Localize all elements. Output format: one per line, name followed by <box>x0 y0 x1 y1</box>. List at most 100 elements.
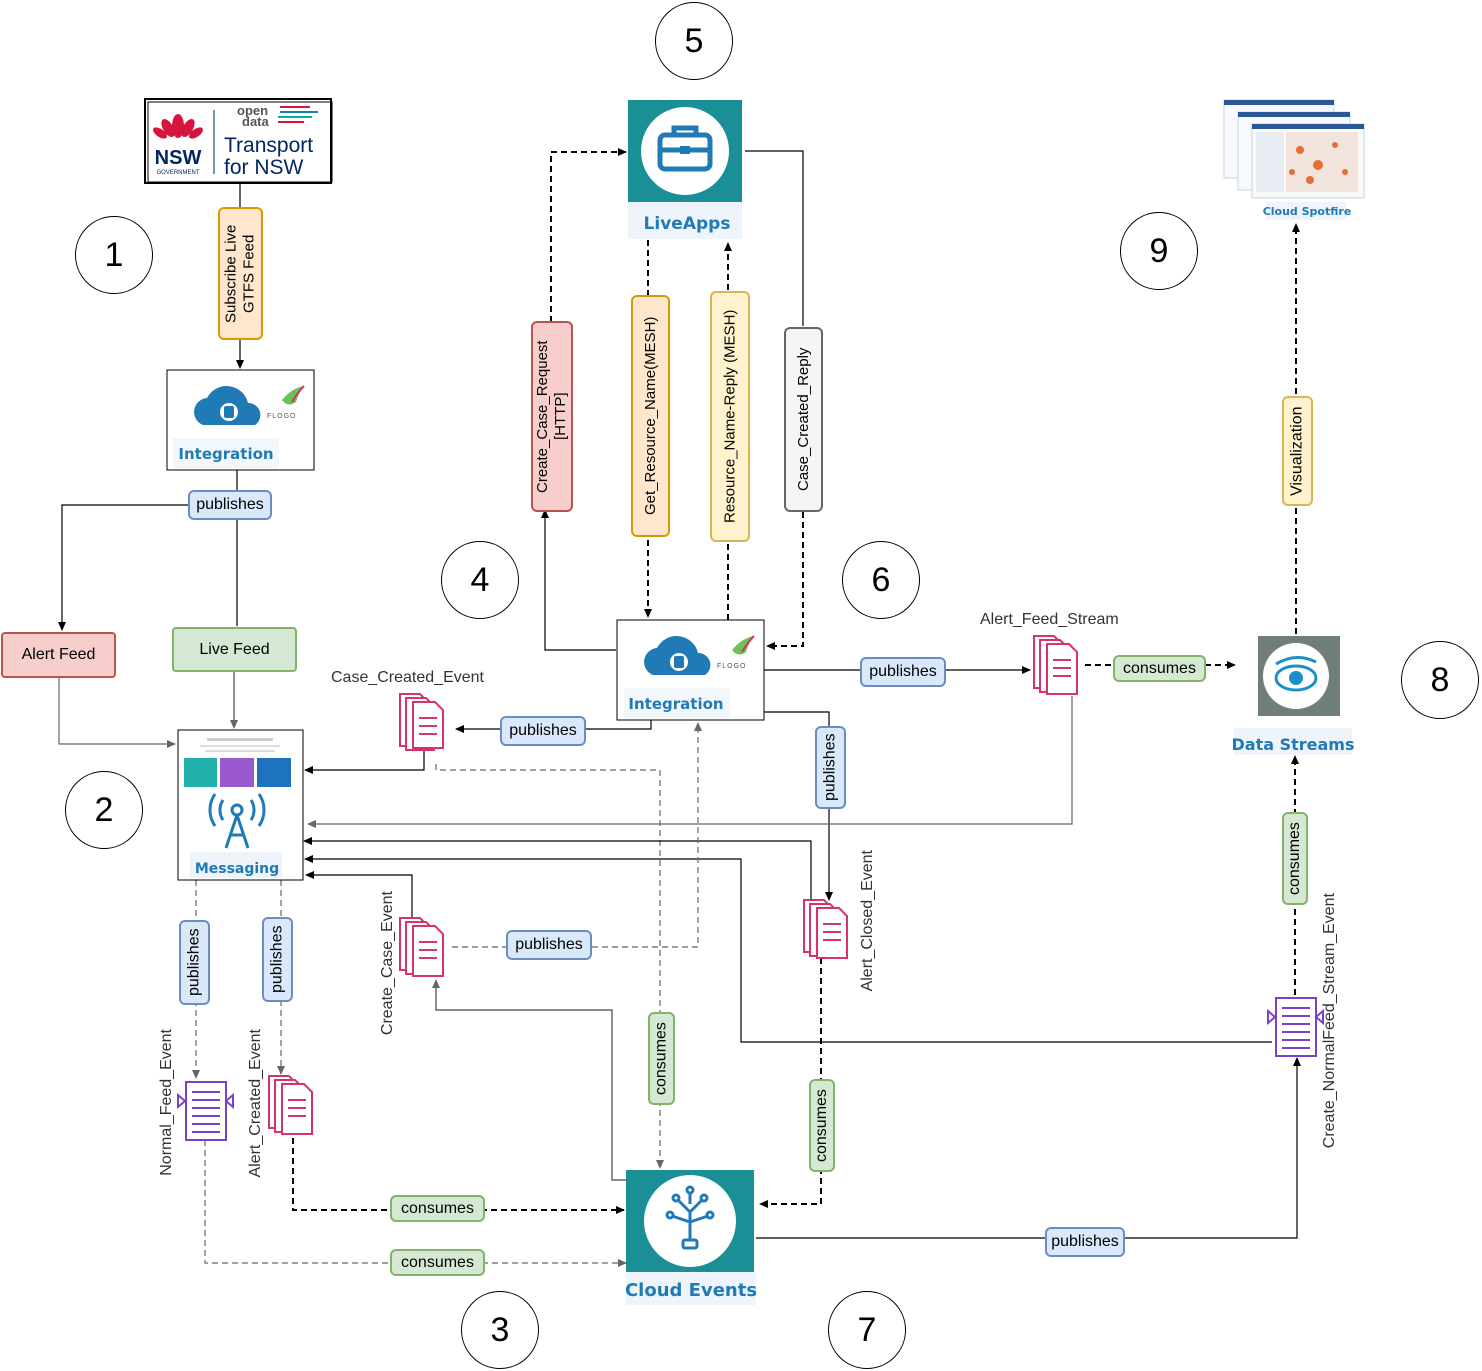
edge-create-case-request-up <box>550 148 627 322</box>
hummingbird-icon <box>732 635 755 655</box>
publishes-tag-normal-feed: publishes <box>179 920 210 1005</box>
alert-created-event-label: Alert_Created_Event <box>247 1029 264 1178</box>
data-streams-node: Data Streams <box>1232 636 1355 755</box>
publishes-tag-alert-closed: publishes <box>815 726 846 809</box>
step-7-circle: 7 <box>828 1291 906 1369</box>
alert-feed-box: Alert Feed <box>1 632 116 678</box>
government-wordmark: GOVERNMENT <box>156 170 199 176</box>
subscribe-label: Subscribe Live GTFS Feed <box>218 207 263 340</box>
integration-left-node: FLOGO Integration <box>166 369 315 471</box>
briefcase-icon <box>657 125 713 172</box>
eye-icon <box>1274 656 1318 692</box>
edge-create-case-to-messaging <box>305 871 413 922</box>
spotfire-node: Cloud Spotfire <box>1223 99 1365 220</box>
radio-tower-icon <box>208 793 266 849</box>
live-feed-box: Live Feed <box>172 627 297 672</box>
create-case-event-label: Create_Case_Event <box>379 891 396 1036</box>
publishes-tag-integration: publishes <box>188 490 272 520</box>
edge-cloudevents-publishes <box>756 1057 1301 1239</box>
open-word: open <box>237 103 268 118</box>
edge-case-created-reply <box>766 512 804 650</box>
step-5-circle: 5 <box>655 2 733 80</box>
normal-feed-event-icon <box>177 1081 234 1141</box>
step-4-circle: 4 <box>441 541 519 619</box>
publishes-tag-alert-created: publishes <box>262 917 293 1002</box>
alert-closed-event-label: Alert_Closed_Event <box>859 850 876 992</box>
edge-liveapps-reply <box>745 150 804 326</box>
create-case-request-label: Create_Case_Request [HTTP] <box>531 321 573 512</box>
edge-alert-closed-to-messaging <box>303 837 812 900</box>
transport-word: Transport <box>224 134 313 157</box>
consumes-tag-normal-feed: consumes <box>390 1249 485 1276</box>
lightbulb-circuit-icon <box>665 1185 715 1250</box>
data-streams-caption: Data Streams <box>1232 735 1355 754</box>
edge-integration-to-request <box>541 509 616 651</box>
alert-created-event-icon <box>268 1075 313 1135</box>
messaging-caption: Messaging <box>195 861 279 877</box>
for-nsw-word: for NSW <box>224 156 304 179</box>
liveapps-caption: LiveApps <box>644 214 731 234</box>
alert-feed-stream-label: Alert_Feed_Stream <box>980 611 1119 628</box>
cloud-events-node: Cloud Events <box>625 1170 757 1305</box>
step-3-circle: 3 <box>461 1291 539 1369</box>
edge-stream-to-messaging <box>307 696 1073 828</box>
publishes-tag-alert-stream: publishes <box>860 657 946 687</box>
case-created-event-icon <box>399 693 444 751</box>
cloud-events-caption: Cloud Events <box>625 1280 757 1301</box>
edge-normal-feed-consumes <box>204 1140 627 1267</box>
flogo-word: FLOGO <box>717 663 747 670</box>
flogo-word: FLOGO <box>267 413 297 420</box>
hummingbird-icon <box>282 385 305 405</box>
edge-publish-alert <box>58 504 237 631</box>
create-normalfeed-stream-event-label: Create_NormalFeed_Stream_Event <box>1321 893 1338 1149</box>
step-9-circle: 9 <box>1120 212 1198 290</box>
messaging-node: Messaging <box>177 729 304 881</box>
edge-case-created-to-messaging <box>304 750 425 774</box>
edge-alert-created-consumes <box>292 1138 625 1214</box>
nsw-wordmark: NSW <box>155 147 202 169</box>
step-1-circle: 1 <box>75 216 153 294</box>
edge-publish-alert-closed <box>764 711 833 901</box>
consumes-tag-normalfeed-stream: consumes <box>1282 812 1308 905</box>
alert-closed-event-icon <box>803 899 848 959</box>
publishes-tag-case-created: publishes <box>500 716 586 746</box>
cloud-plug-icon <box>194 386 261 425</box>
step-2-circle: 2 <box>65 771 143 849</box>
edge-normalfeed-to-messaging <box>304 855 1272 1043</box>
resource-name-reply-label: Resource_Name-Reply (MESH) <box>710 291 750 542</box>
step-8-circle: 8 <box>1401 641 1479 719</box>
visualization-label: Visualization <box>1282 396 1313 506</box>
alert-feed-stream-icon <box>1033 635 1078 695</box>
liveapps-node: LiveApps <box>628 100 742 239</box>
case-created-event-label: Case_Created_Event <box>331 669 484 686</box>
consumes-tag-alert-closed: consumes <box>809 1079 835 1172</box>
create-normalfeed-stream-event-icon <box>1267 997 1324 1057</box>
consumes-tag-data-streams: consumes <box>1113 655 1206 682</box>
data-word: data <box>242 114 270 129</box>
stream-icons <box>177 997 1324 1141</box>
cloud-plug-icon <box>644 636 711 675</box>
edge-alert-to-messaging <box>58 678 176 748</box>
normal-feed-event-label: Normal_Feed_Event <box>158 1029 175 1176</box>
integration-center-node: FLOGO Integration <box>616 619 765 721</box>
consumes-tag-alert-created: consumes <box>390 1195 485 1222</box>
get-resource-name-label: Get_Resource_Name(MESH) <box>631 295 670 537</box>
edge-alert-closed-consumes <box>759 958 822 1208</box>
case-created-reply-label: Case_Created_Reply <box>784 327 823 512</box>
integration-left-caption: Integration <box>178 445 273 463</box>
publishes-tag-create-case: publishes <box>506 930 592 960</box>
create-case-event-icon <box>399 917 444 977</box>
transport-nsw-logo: NSW GOVERNMENT open data Transport for N… <box>144 98 333 184</box>
step-6-circle: 6 <box>842 541 920 619</box>
consumes-tag-case-created: consumes <box>648 1012 675 1105</box>
edge-cloudevents-to-create-case <box>432 979 626 1181</box>
spotfire-caption: Cloud Spotfire <box>1263 205 1352 218</box>
edge-create-case-publishes <box>452 722 702 948</box>
publishes-tag-cloud-events: publishes <box>1045 1227 1125 1257</box>
integration-center-caption: Integration <box>628 695 723 713</box>
edge-case-created-consumes <box>435 764 664 1169</box>
event-icons <box>268 635 1078 1135</box>
dashboard-thumbnail-icon <box>1223 99 1365 199</box>
